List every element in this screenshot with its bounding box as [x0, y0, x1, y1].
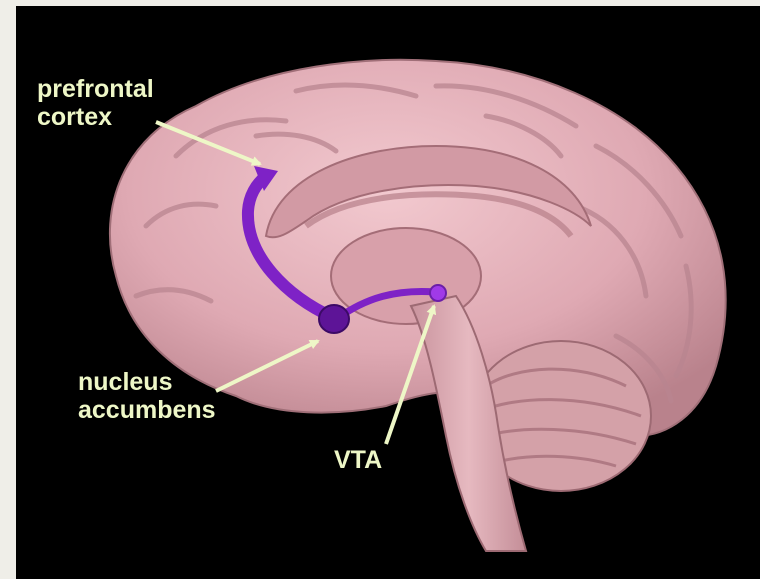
- label-nucleus-accumbens: nucleus accumbens: [78, 368, 216, 424]
- diagram-frame: prefrontal cortex nucleus accumbens VTA: [16, 6, 760, 579]
- nucleus-accumbens-node: [319, 305, 349, 333]
- label-vta: VTA: [334, 446, 382, 474]
- label-prefrontal-cortex: prefrontal cortex: [37, 75, 154, 131]
- vta-node: [430, 285, 446, 301]
